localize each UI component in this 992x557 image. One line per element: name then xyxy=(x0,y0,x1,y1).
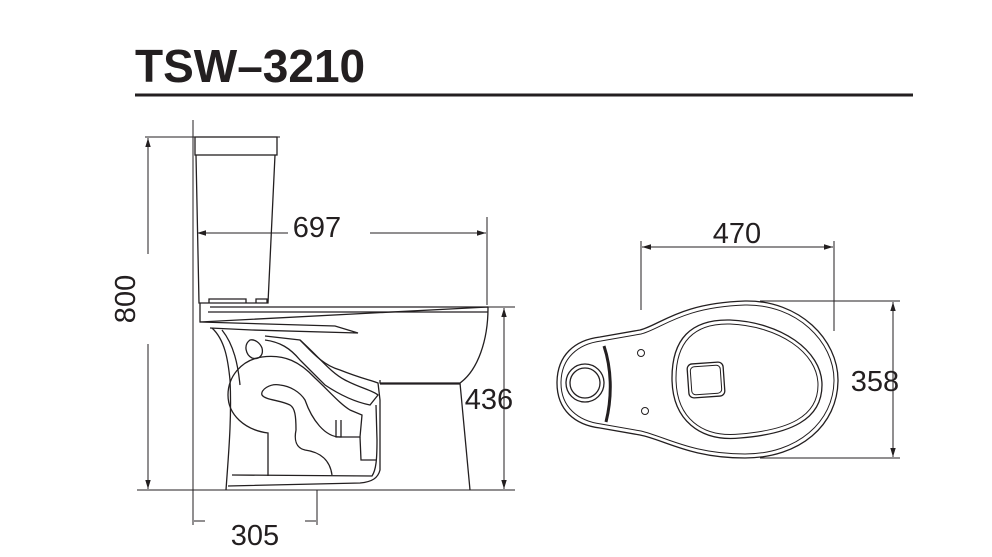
dim-697-label: 697 xyxy=(293,212,341,244)
bolt-hole xyxy=(637,349,645,357)
bolt-hole xyxy=(641,407,649,415)
bowl-opening xyxy=(671,319,823,440)
tank-edge-arc xyxy=(602,345,612,423)
tank xyxy=(194,136,278,304)
model-title: TSW–3210 xyxy=(135,40,365,92)
dim-436-label: 436 xyxy=(465,384,513,416)
side-view: 800 697 436 305 xyxy=(110,120,515,552)
rim-line xyxy=(208,306,488,313)
dim-358-label: 358 xyxy=(851,366,899,398)
outer-outline xyxy=(556,300,839,459)
top-view: 470 358 xyxy=(556,218,900,459)
flush-valve-circle xyxy=(565,363,605,403)
dim-800-label: 800 xyxy=(110,275,142,323)
dim-470-label: 470 xyxy=(713,218,761,250)
trapway-square xyxy=(686,361,726,399)
dim-305-label: 305 xyxy=(231,520,279,552)
bowl-body xyxy=(199,307,489,491)
